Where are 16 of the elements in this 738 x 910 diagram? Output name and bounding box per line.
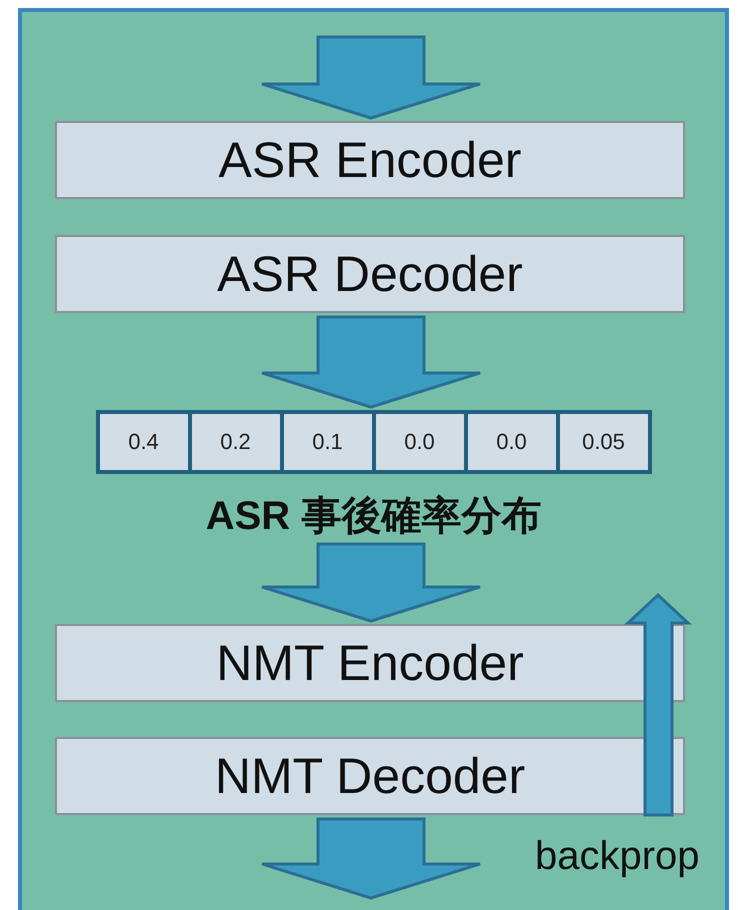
distribution-caption: ASR 事後確率分布	[206, 493, 542, 540]
probability-cell: 0.4	[100, 414, 188, 470]
block-arrow	[260, 316, 482, 409]
block-arrow	[260, 818, 482, 900]
probability-cell: 0.2	[192, 414, 280, 470]
block-arrow	[260, 542, 482, 623]
probability-cell: 0.1	[284, 414, 372, 470]
process-box: ASR Encoder	[55, 121, 685, 199]
backprop-label: backprop	[535, 834, 700, 879]
block-arrow	[260, 36, 482, 120]
probability-cell: 0.0	[376, 414, 464, 470]
probability-cell: 0.05	[560, 414, 648, 470]
process-box: NMT Encoder	[55, 624, 685, 702]
process-box: NMT Decoder	[55, 737, 685, 815]
process-box: ASR Decoder	[55, 235, 685, 313]
probability-cell: 0.0	[468, 414, 556, 470]
